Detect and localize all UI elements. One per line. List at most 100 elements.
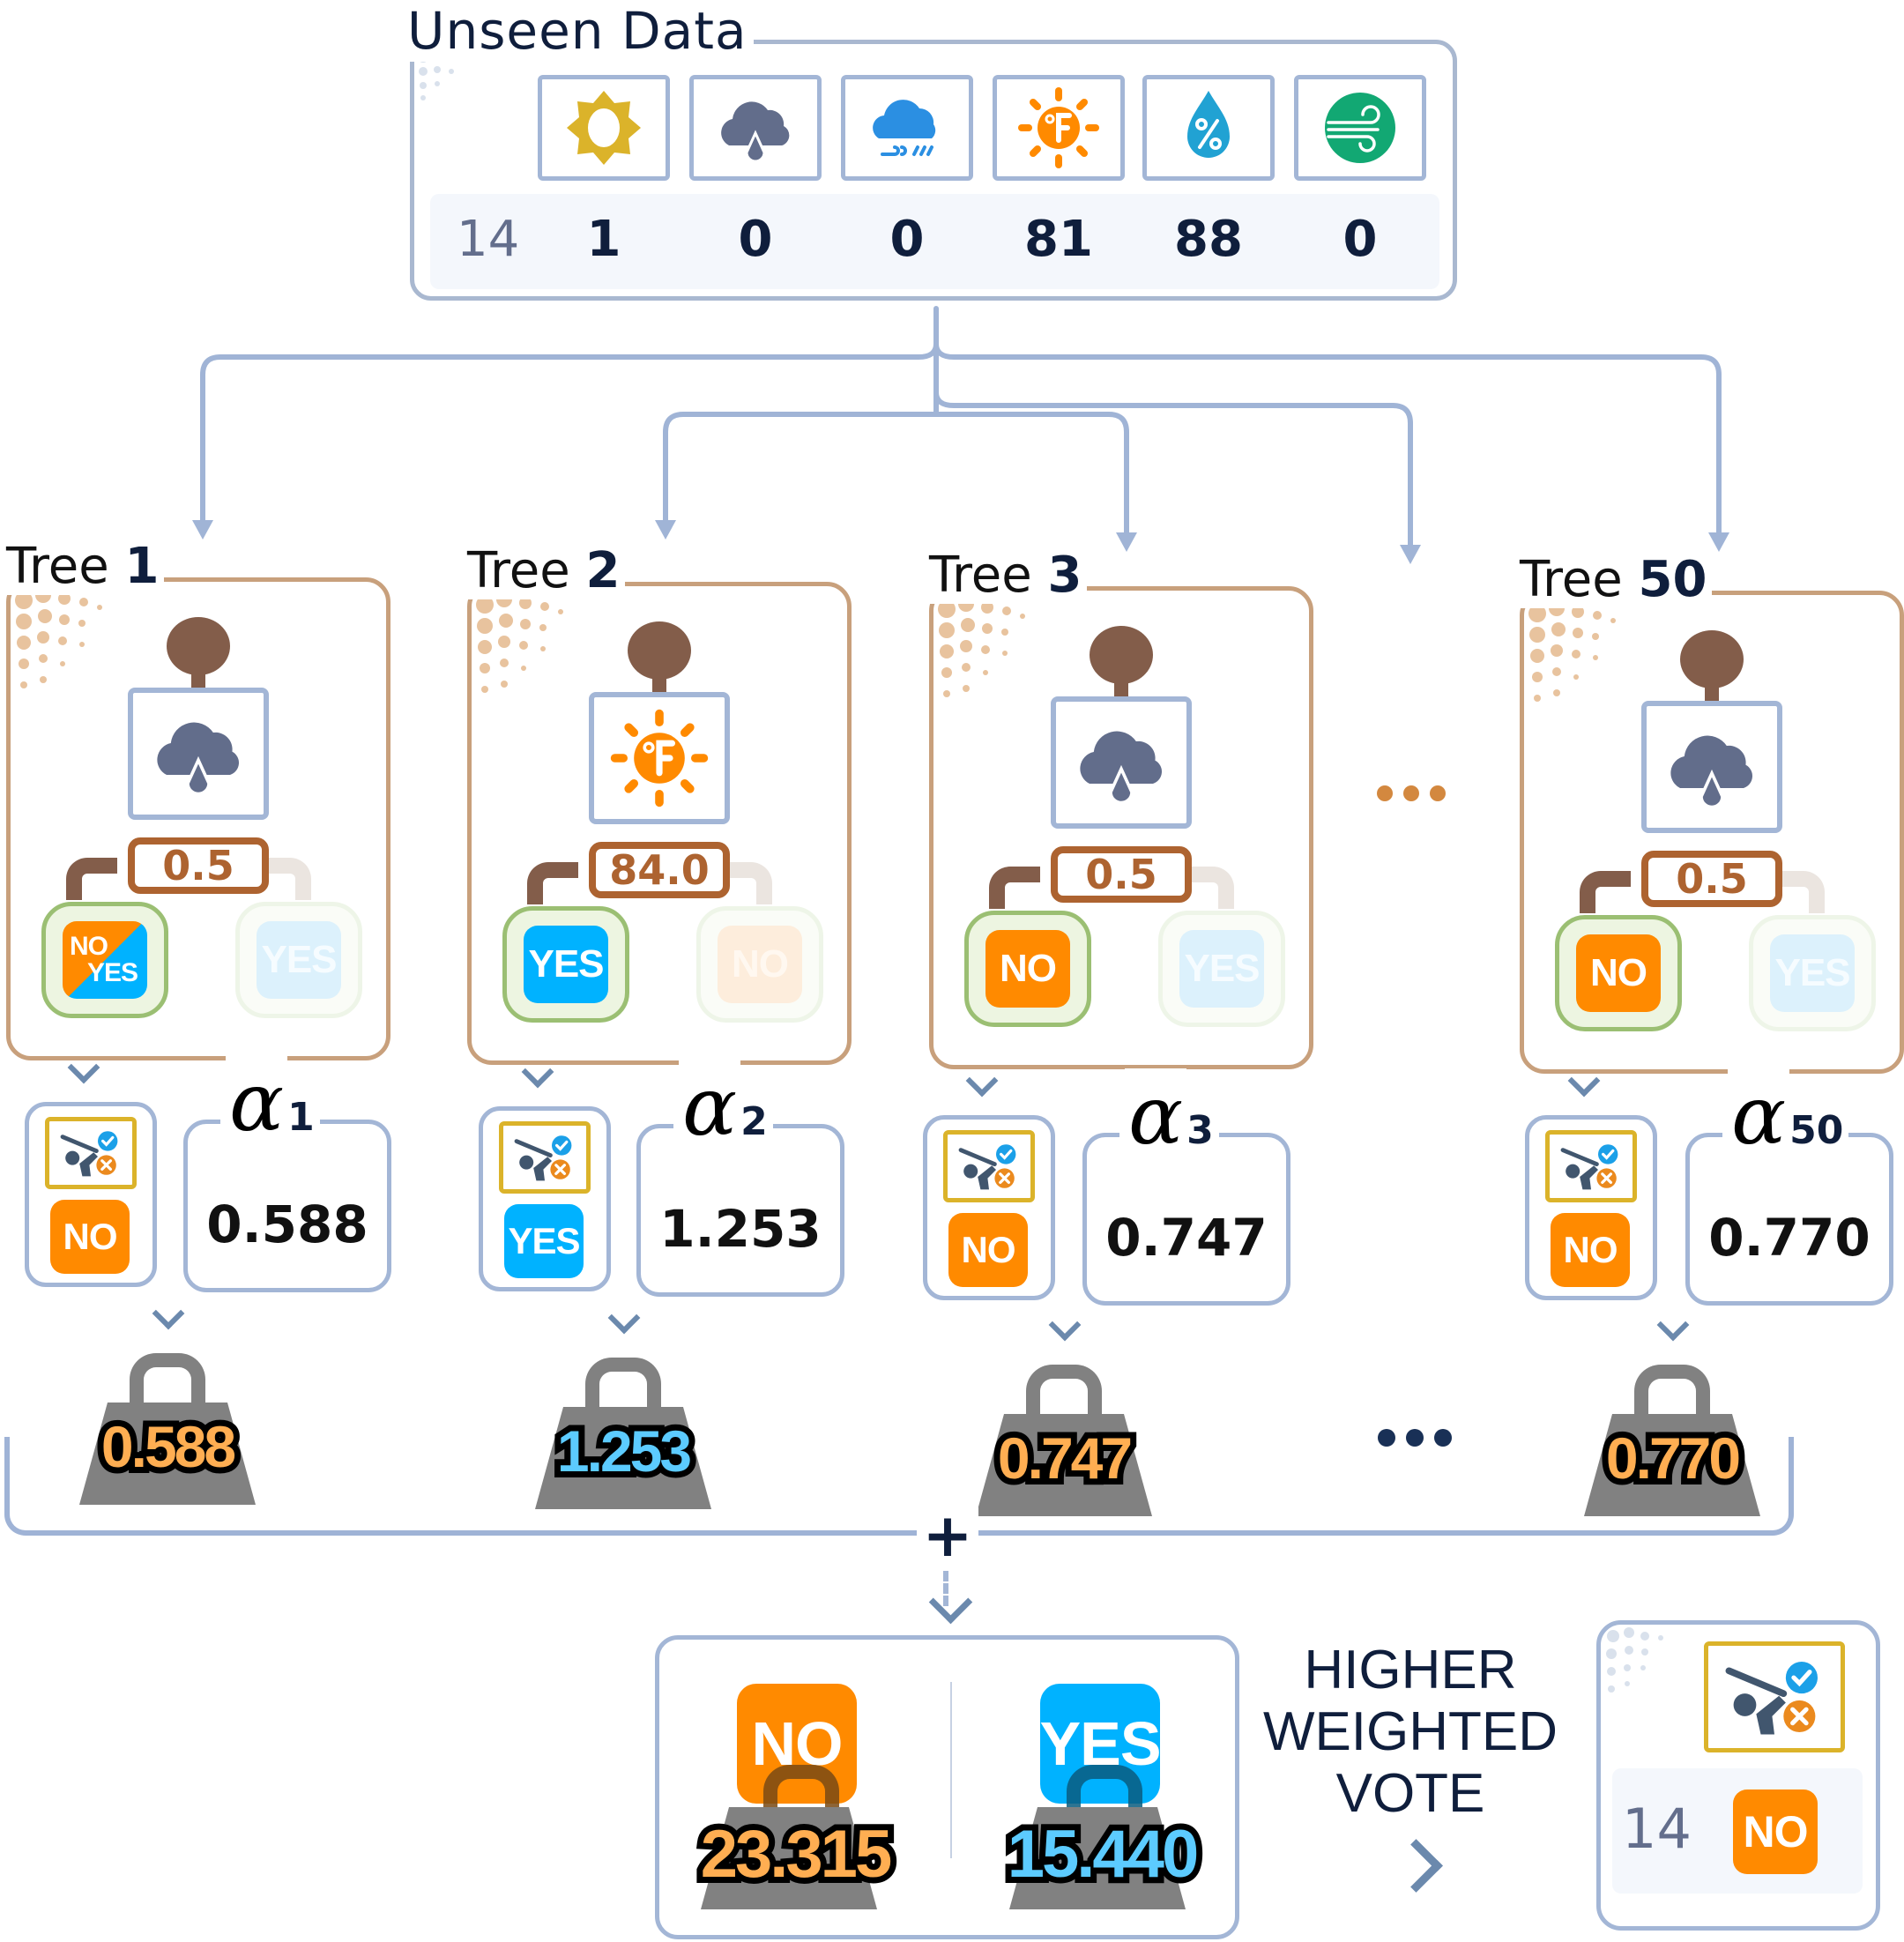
play-golf-tile (943, 1130, 1035, 1202)
split-feature-tile (1051, 696, 1192, 829)
root-stem (652, 675, 666, 695)
sum-bracket (4, 1437, 1794, 1536)
chevron-down-icon (152, 1297, 185, 1330)
weight-icon (1584, 1414, 1760, 1516)
feature-tile-storm (841, 75, 973, 181)
tree-number: 3 (1047, 547, 1082, 604)
divider (950, 1682, 952, 1858)
leaf-label-no: NO (70, 932, 108, 961)
tree-prediction-box: YES (479, 1106, 611, 1291)
split-threshold: 84.0 (589, 842, 730, 898)
weighted-vote-value: 0.770 (1600, 1419, 1747, 1497)
tree-prediction-badge: NO (50, 1200, 130, 1274)
tree-title-label: Tree (6, 538, 109, 595)
leaf-badge: NO (1576, 934, 1661, 1012)
chevron-down-icon (965, 1064, 999, 1097)
temperature-fahrenheit-icon (1015, 84, 1103, 172)
root-node-icon (1090, 626, 1153, 684)
tree-prediction-badge: YES (504, 1204, 584, 1278)
split-threshold: 0.5 (1641, 851, 1782, 907)
tree-title-label: Tree (1520, 551, 1623, 608)
golf-yes-no-icon (503, 1126, 586, 1189)
alpha-symbol: α (1728, 1068, 1790, 1163)
final-prediction-badge: NO (1733, 1789, 1818, 1874)
alpha-value: 0.588 (206, 1194, 368, 1254)
humidity-percent-icon (1186, 89, 1231, 160)
left-leaf-node: YES (502, 906, 629, 1023)
split-feature-tile (1641, 701, 1782, 833)
alpha-label: α50 (1722, 1068, 1849, 1163)
row-id: 14 (457, 211, 520, 268)
weight-handle (1634, 1365, 1710, 1414)
weight-handle (763, 1765, 839, 1814)
dot-pattern (1606, 1627, 1663, 1693)
cloud-rain-icon (719, 100, 791, 163)
alpha-subscript: 2 (740, 1099, 768, 1144)
left-branch (66, 858, 117, 900)
root-node-icon (167, 617, 230, 675)
alpha-label: α1 (220, 1055, 320, 1150)
weight-handle (130, 1353, 205, 1403)
chevron-right-icon (1389, 1839, 1443, 1893)
alpha-box: 1.253 (636, 1124, 844, 1297)
mixed-leaf-badge: NO YES (63, 921, 147, 999)
tree-title: Tree 1 (6, 538, 165, 595)
tree-number: 1 (124, 538, 160, 595)
no-total-value: 23.315 (695, 1811, 898, 1898)
feature-tile-wind (1294, 75, 1426, 181)
right-leaf-node: YES (235, 902, 362, 1018)
dashed-connector (943, 1571, 956, 1606)
left-branch (527, 862, 578, 904)
feature-tile-humidity (1142, 75, 1275, 181)
left-leaf-node: NO YES (41, 902, 168, 1018)
left-branch (1580, 871, 1631, 913)
feature-value: 88 (1174, 211, 1243, 268)
tree-title: Tree 2 (467, 543, 626, 599)
weight-icon (535, 1407, 711, 1509)
right-branch (721, 862, 772, 904)
right-branch (1183, 867, 1234, 909)
play-golf-tile (45, 1117, 137, 1189)
leaf-badge: YES (257, 921, 341, 999)
more-weights-ellipsis (1378, 1429, 1452, 1447)
root-node-icon (1680, 630, 1744, 688)
split-feature-tile (128, 688, 269, 820)
feature-value: 81 (1024, 211, 1093, 268)
leaf-badge: NO (718, 926, 802, 1003)
alpha-box: 0.747 (1082, 1133, 1290, 1306)
weighted-vote-value: 1.253 (551, 1412, 698, 1490)
weighted-vote-value: 0.747 (992, 1419, 1139, 1497)
feature-tile-sunny (538, 75, 670, 181)
weight-icon (701, 1807, 877, 1909)
left-leaf-node: NO (1555, 915, 1682, 1031)
tree-prediction-box: NO (25, 1102, 157, 1287)
tree-prediction-badge: NO (948, 1213, 1028, 1287)
leaf-badge: YES (524, 926, 608, 1003)
decision-rule-line: VOTE (1335, 1763, 1485, 1824)
chevron-down-icon (1048, 1308, 1082, 1342)
right-leaf-node: YES (1158, 911, 1285, 1027)
weight-handle (585, 1358, 661, 1407)
flow-connectors (192, 306, 1729, 564)
weight-icon (79, 1403, 256, 1505)
no-total-badge: NO (737, 1684, 857, 1804)
root-stem (1705, 684, 1719, 703)
dot-pattern (15, 587, 102, 688)
unseen-data-title: Unseen Data (405, 0, 755, 62)
split-threshold: 0.5 (128, 837, 269, 894)
alpha-label: α3 (1119, 1068, 1219, 1163)
leaf-badge: YES (1179, 930, 1264, 1008)
golf-yes-no-icon (948, 1135, 1030, 1198)
split-feature-tile (589, 692, 730, 824)
feature-tile-temperature (993, 75, 1125, 181)
alpha-subscript: 50 (1789, 1108, 1844, 1153)
cloud-rain-icon (155, 720, 241, 796)
feature-value: 0 (738, 211, 773, 268)
tree-prediction-badge: NO (1551, 1213, 1630, 1287)
feature-value: 0 (1342, 211, 1378, 268)
alpha-label: α2 (673, 1060, 773, 1154)
alpha-subscript: 3 (1186, 1108, 1214, 1153)
alpha-box: 0.588 (183, 1120, 391, 1292)
alpha-subscript: 1 (287, 1095, 315, 1140)
cloud-rain-icon (1669, 733, 1754, 809)
